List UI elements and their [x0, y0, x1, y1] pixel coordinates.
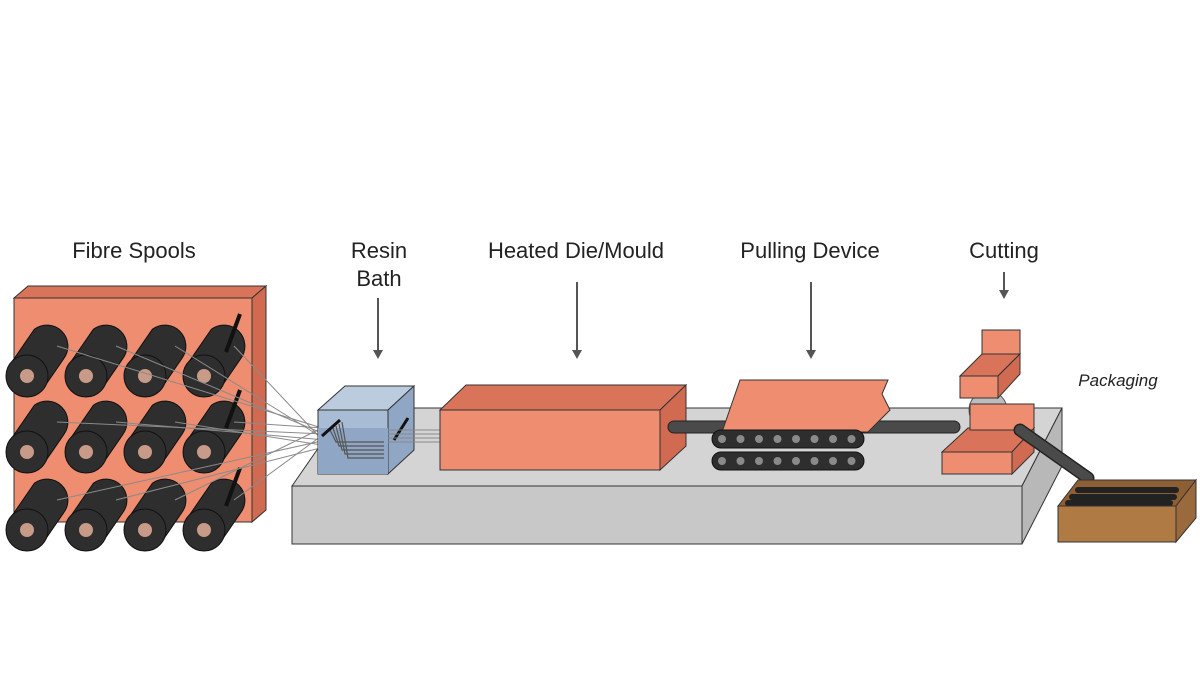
cutter [940, 329, 1036, 476]
spool [64, 324, 128, 398]
spool [5, 324, 69, 398]
spool [64, 478, 128, 552]
label-resin-line2: Bath [356, 266, 401, 291]
label-pulling-device: Pulling Device [740, 238, 879, 263]
label-packaging: Packaging [1078, 371, 1158, 390]
roller [810, 435, 819, 443]
roller [773, 435, 782, 443]
fibre-guide [224, 467, 242, 507]
spool [123, 478, 187, 552]
label-resin-line1: Resin [351, 238, 407, 263]
heated-die [438, 383, 688, 472]
roller [736, 435, 745, 443]
label-heated-die: Heated Die/Mould [488, 238, 664, 263]
roller [718, 435, 726, 443]
spool [5, 478, 69, 552]
spool [123, 400, 187, 474]
roller [755, 457, 763, 465]
fibres-to-die [388, 429, 442, 443]
resin-bath [316, 384, 416, 476]
spool [123, 324, 187, 398]
label-fibre-spools: Fibre Spools [72, 238, 196, 263]
roller [792, 435, 800, 443]
fibre-guide [224, 389, 242, 429]
roller [773, 457, 782, 465]
packaging-box [1056, 478, 1198, 544]
fibre-spools [5, 313, 246, 552]
roller [718, 457, 726, 465]
roller [736, 457, 745, 465]
roller [847, 435, 856, 443]
roller [829, 457, 837, 465]
packaged-rods [1065, 487, 1179, 506]
roller [829, 435, 837, 443]
roller [755, 435, 763, 443]
spool [5, 400, 69, 474]
arrows [373, 272, 1009, 359]
pulling-device [711, 379, 891, 471]
fibre-guide [224, 313, 242, 353]
roller [847, 457, 856, 465]
fibre-strands [56, 345, 329, 501]
roller [792, 457, 800, 465]
exit-rod [1013, 423, 1095, 485]
roller [810, 457, 819, 465]
label-cutting: Cutting [969, 238, 1039, 263]
spool [64, 400, 128, 474]
